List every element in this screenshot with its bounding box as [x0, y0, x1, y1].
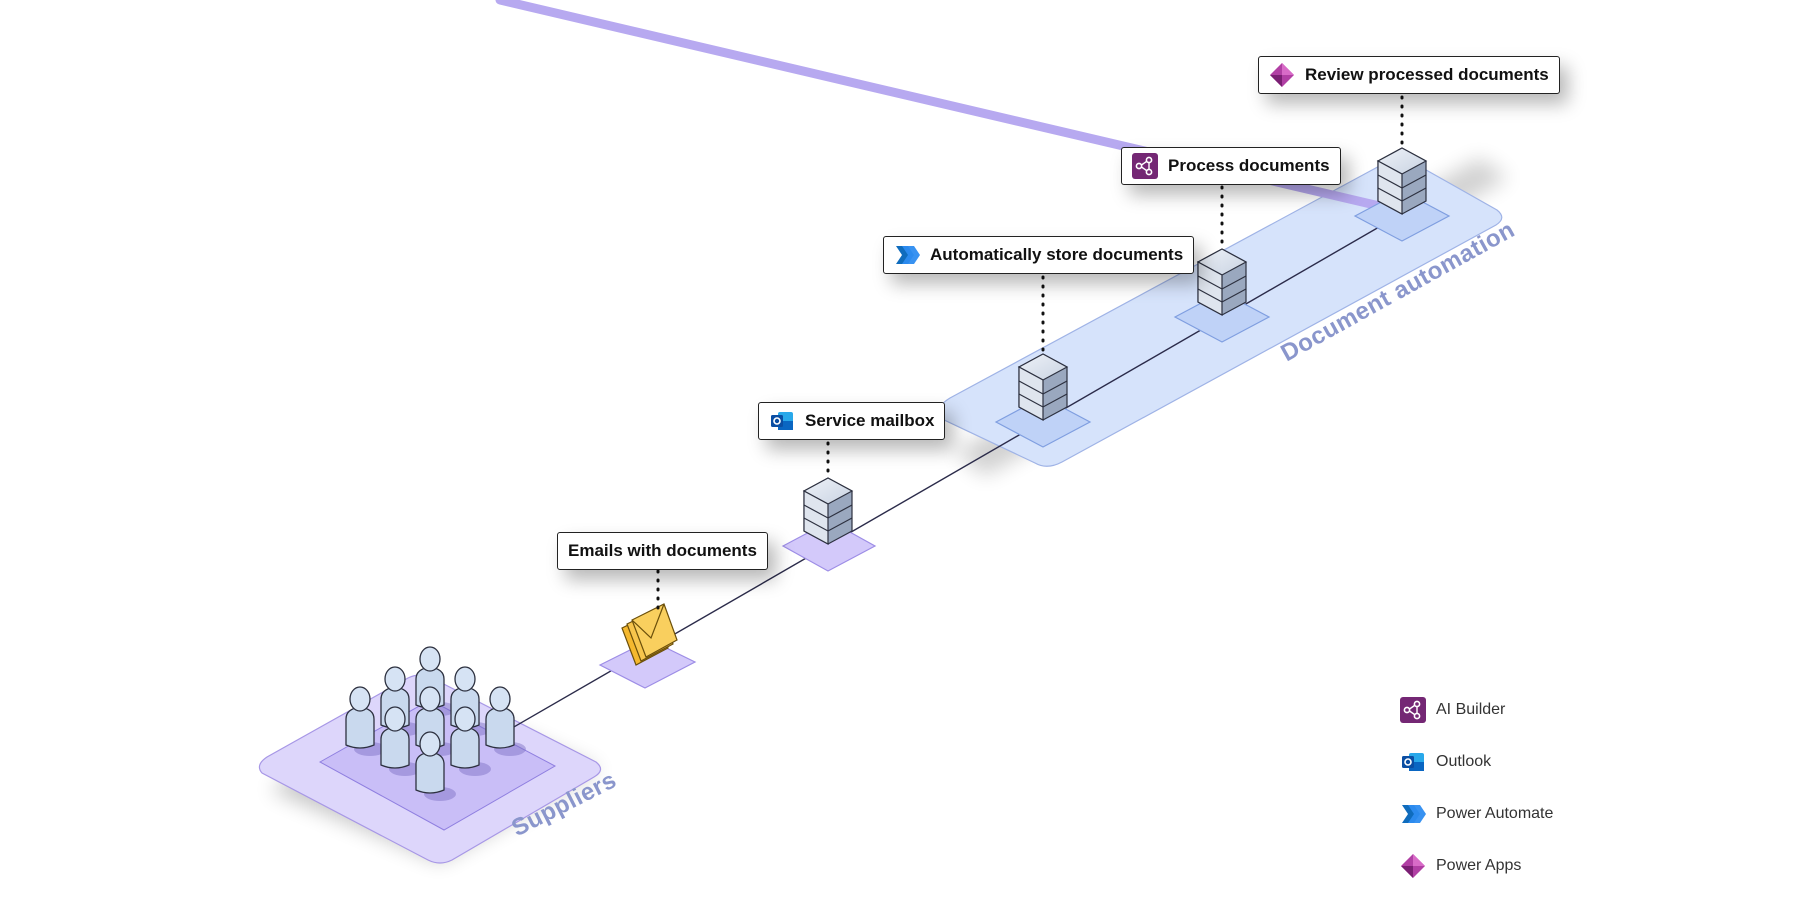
person-icon	[345, 686, 386, 756]
envelope-icon	[621, 603, 678, 666]
power-automate-icon	[1400, 801, 1426, 827]
review-callout: Review processed documents	[1258, 56, 1560, 94]
mailbox-node	[781, 477, 877, 572]
power-automate-icon	[894, 242, 920, 268]
person-icon	[415, 731, 456, 801]
server-icon-review	[1376, 147, 1428, 216]
server-icon-store	[1017, 353, 1069, 422]
store-node	[994, 353, 1092, 448]
legend-label-ai-builder: AI Builder	[1436, 701, 1506, 718]
suppliers-people	[318, 646, 557, 831]
outlook-icon	[769, 408, 795, 434]
outlook-icon	[1400, 749, 1426, 775]
server-icon-process	[1196, 248, 1248, 317]
legend-item-power-automate: Power Automate	[1400, 799, 1553, 829]
legend-label-outlook: Outlook	[1436, 753, 1492, 770]
mailbox-callout: Service mailbox	[758, 402, 946, 440]
dotted-connectors	[656, 95, 1404, 614]
server-icon-mailbox	[802, 477, 854, 546]
legend-label-power-apps: Power Apps	[1436, 857, 1522, 874]
power-apps-icon	[1400, 853, 1426, 879]
ai-builder-icon	[1132, 153, 1158, 179]
person-icon	[485, 686, 526, 756]
store-callout: Automatically store documents	[883, 236, 1195, 274]
review-callout-label: Review processed documents	[1305, 65, 1549, 84]
legend-item-ai-builder: AI Builder	[1400, 695, 1505, 725]
emails-callout: Emails with documents	[557, 532, 768, 570]
emails-callout-label: Emails with documents	[568, 541, 757, 560]
legend-item-power-apps: Power Apps	[1400, 851, 1521, 881]
store-callout-label: Automatically store documents	[930, 245, 1184, 264]
ai-builder-icon	[1400, 697, 1426, 723]
review-node	[1353, 147, 1451, 242]
legend-label-power-automate: Power Automate	[1436, 805, 1554, 822]
person-icon	[450, 706, 491, 776]
mailbox-callout-label: Service mailbox	[805, 411, 935, 430]
person-icon	[380, 706, 421, 776]
process-callout-label: Process documents	[1168, 156, 1330, 175]
power-apps-icon	[1269, 62, 1295, 88]
legend-item-outlook: Outlook	[1400, 747, 1491, 777]
process-callout: Process documents	[1121, 147, 1341, 185]
emails-node	[598, 603, 697, 689]
process-node	[1173, 248, 1271, 343]
